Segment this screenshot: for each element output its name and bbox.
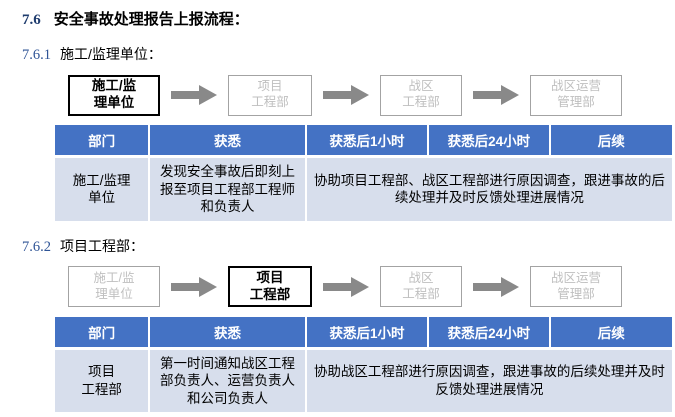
- sub-heading-title: 项目工程部：: [60, 237, 144, 254]
- sub-heading-number: 7.6.1: [22, 47, 51, 63]
- col-header-followup: 后续: [550, 125, 672, 155]
- cell-department: 施工/监理 单位: [55, 158, 149, 221]
- flowchart: 施工/监 理单位 项目 工程部 战区 工程部 战区运营 管理部: [68, 265, 675, 309]
- col-header-1hour: 获悉后1小时: [306, 316, 428, 347]
- section-7-6-1: 7.6.1 施工/监理单位： 施工/监 理单位 项目 工程部 战区 工程部 战区运…: [22, 44, 675, 224]
- table-row: 项目 工程部 第一时间通知战区工程部负责人、运营负责人和公司负责人 协助战区工程…: [55, 349, 672, 413]
- cell-followup-merged: 协助战区工程部进行原因调查，跟进事故的后续处理并及时反馈处理进展情况: [306, 349, 672, 413]
- flow-node-construction-supervision: 施工/监 理单位: [68, 266, 160, 308]
- cell-on-learning: 第一时间通知战区工程部负责人、运营负责人和公司负责人: [150, 349, 305, 413]
- col-header-on-learning: 获悉: [150, 316, 305, 347]
- sub-heading-number: 7.6.2: [22, 238, 51, 255]
- arrow-right-icon: [473, 276, 519, 297]
- cell-on-learning: 发现安全事故后即刻上报至项目工程部工程师和负责人: [150, 158, 305, 221]
- col-header-followup: 后续: [550, 316, 672, 347]
- arrow-right-icon: [171, 85, 217, 105]
- arrow-right-icon: [473, 85, 519, 105]
- arrow-right-icon: [323, 276, 369, 297]
- heading-number: 7.6: [22, 12, 41, 28]
- sub-heading: 7.6.1 施工/监理单位：: [22, 44, 675, 64]
- process-table: 部门 获悉 获悉后1小时 获悉后24小时 后续 项目 工程部 第一时间通知战区工…: [53, 314, 674, 416]
- flowchart: 施工/监 理单位 项目 工程部 战区 工程部 战区运营 管理部: [68, 73, 675, 117]
- arrow-right-icon: [323, 85, 369, 105]
- cell-department: 项目 工程部: [55, 349, 149, 413]
- flow-node-project-eng-dept: 项目 工程部: [228, 74, 312, 116]
- col-header-department: 部门: [55, 125, 149, 155]
- main-heading: 7.6 安全事故处理报告上报流程：: [22, 8, 675, 29]
- sub-heading-title: 施工/监理单位：: [60, 46, 162, 62]
- flow-node-theater-ops-dept: 战区运营 管理部: [530, 74, 622, 116]
- section-7-6-2: 7.6.2 项目工程部： 施工/监 理单位 项目 工程部 战区 工程部 战区运营 …: [22, 236, 675, 416]
- flow-node-project-eng-dept: 项目 工程部: [228, 266, 312, 308]
- table-header-row: 部门 获悉 获悉后1小时 获悉后24小时 后续: [55, 316, 672, 347]
- sub-heading: 7.6.2 项目工程部：: [22, 236, 675, 256]
- flow-node-theater-ops-dept: 战区运营 管理部: [530, 266, 622, 308]
- col-header-1hour: 获悉后1小时: [306, 125, 428, 155]
- flow-node-construction-supervision: 施工/监 理单位: [68, 74, 160, 116]
- heading-title: 安全事故处理报告上报流程：: [53, 11, 249, 28]
- col-header-department: 部门: [55, 316, 149, 347]
- col-header-24hours: 获悉后24小时: [429, 316, 549, 347]
- table-header-row: 部门 获悉 获悉后1小时 获悉后24小时 后续: [55, 125, 672, 155]
- col-header-on-learning: 获悉: [150, 125, 305, 155]
- process-table: 部门 获悉 获悉后1小时 获悉后24小时 后续 施工/监理 单位 发现安全事故后…: [53, 122, 674, 224]
- table-row: 施工/监理 单位 发现安全事故后即刻上报至项目工程部工程师和负责人 协助项目工程…: [55, 158, 672, 221]
- flow-node-theater-eng-dept: 战区 工程部: [380, 74, 462, 116]
- col-header-24hours: 获悉后24小时: [429, 125, 549, 155]
- flow-node-theater-eng-dept: 战区 工程部: [380, 266, 462, 308]
- arrow-right-icon: [171, 276, 217, 297]
- cell-followup-merged: 协助项目工程部、战区工程部进行原因调查，跟进事故的后续处理并及时反馈处理进展情况: [306, 158, 672, 221]
